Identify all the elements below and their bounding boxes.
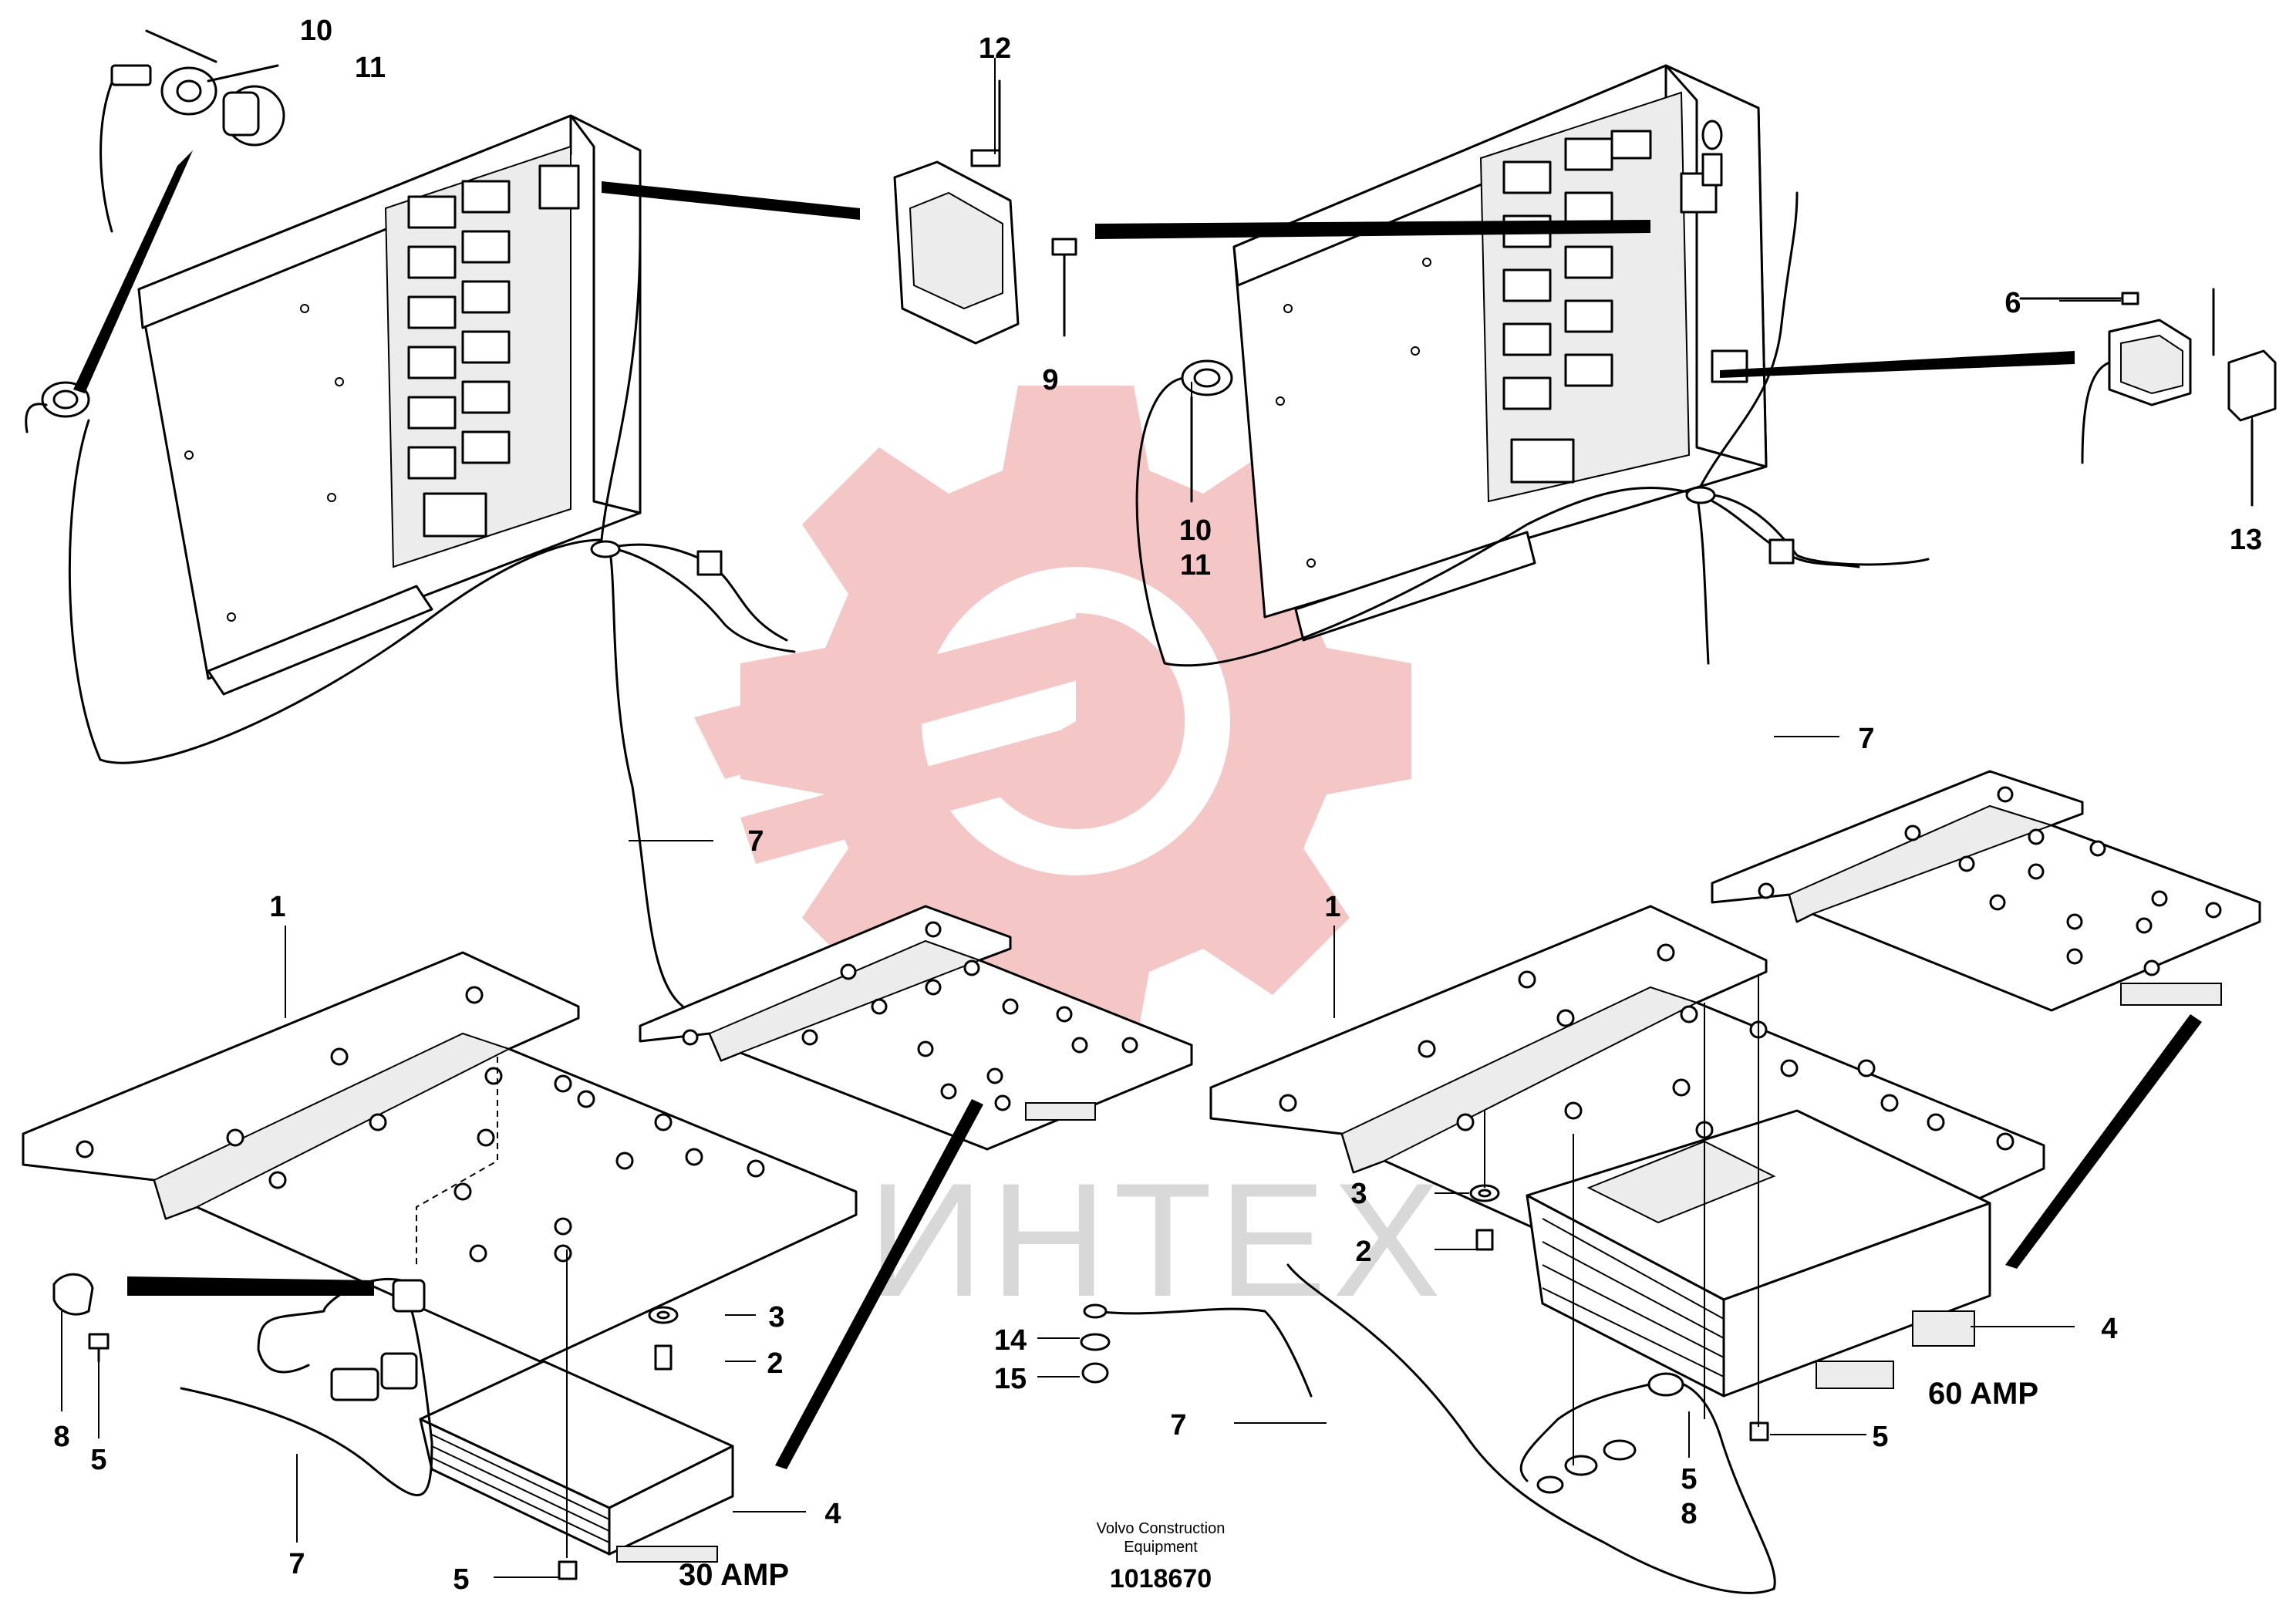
amp-label-30: 30 AMP (679, 1558, 789, 1592)
washer-screw-3-2-right (1469, 1184, 1500, 1251)
callout-8-mid: 8 (1681, 1498, 1697, 1530)
assembly-guide-lines (566, 976, 1759, 1558)
callout-3-left: 3 (768, 1301, 784, 1334)
callout-3-right: 3 (1350, 1178, 1367, 1210)
callout-2-right: 2 (1355, 1236, 1371, 1268)
left-box-to-bracket-wedge (602, 181, 860, 220)
right-box-harness (1135, 191, 1930, 667)
callout-14: 14 (994, 1324, 1027, 1357)
left-clip-and-wiring (52, 1273, 433, 1497)
callout-1-right: 1 (1324, 891, 1340, 923)
callout-5-bottom: 5 (453, 1563, 469, 1596)
left-electrical-box (137, 114, 642, 696)
right-plug-socket (1181, 359, 1233, 503)
callout-7-bottom-left: 7 (288, 1548, 305, 1580)
callout-12: 12 (979, 32, 1011, 65)
callout-1-left: 1 (269, 891, 285, 923)
watermark-text: ИНТЕХ (868, 1149, 1447, 1330)
callout-4-right: 4 (2101, 1313, 2117, 1345)
callout-labels: 10 11 12 9 10 11 6 13 7 7 1 1 3 2 3 2 8 … (53, 15, 2262, 1596)
callout-6: 6 (2004, 287, 2021, 319)
document-number: 1018670 (1110, 1564, 1212, 1593)
left-mounting-plate (22, 951, 858, 1363)
bracket-to-right-box-wedge (1095, 220, 1650, 239)
footer-company-line2: Equipment (1124, 1539, 1198, 1556)
right-converter-wiring (1094, 1263, 1776, 1594)
callout-leaders (61, 58, 2253, 1578)
right-relay-bank (1502, 130, 1652, 484)
footer-company-line1: Volvo Construction (1097, 1520, 1226, 1537)
fuse-part-9 (1051, 238, 1077, 256)
left-clip-wedge (127, 1276, 374, 1296)
callout-7-left: 7 (747, 825, 764, 858)
right-small-plate-nuts (1758, 786, 2222, 976)
callout-9: 9 (1042, 364, 1058, 396)
callout-2-left: 2 (767, 1347, 783, 1380)
top-left-plug-parts (99, 29, 285, 233)
right-electrical-box (1232, 64, 1768, 642)
center-plate-nuts (682, 921, 1138, 1111)
relay-bracket-part-12 (893, 79, 1077, 345)
right-plate-wedge (2005, 1014, 2202, 1269)
left-plug-leader-wedge (73, 150, 193, 393)
left-plug-socket (25, 381, 90, 433)
callout-10-top: 10 (300, 15, 332, 47)
callout-8-left: 8 (53, 1421, 69, 1453)
watermark-gear-logo (694, 386, 1411, 1057)
callout-15: 15 (994, 1363, 1027, 1395)
left-plate-nuts (76, 986, 765, 1263)
left-relay-bank (407, 180, 511, 538)
center-plate-wedge (775, 1099, 983, 1469)
callout-7-bottom-mid: 7 (1170, 1409, 1186, 1442)
callout-5-right: 5 (1872, 1421, 1888, 1453)
center-small-plate (639, 905, 1193, 1151)
callout-10-mid: 10 (1179, 514, 1212, 547)
right-small-plate (1711, 770, 2261, 1012)
right-relay-socket (2019, 288, 2215, 464)
callout-5-left: 5 (90, 1444, 106, 1476)
amp-label-60: 60 AMP (1928, 1377, 2038, 1411)
washer-screw-3-2-left (648, 1306, 679, 1371)
left-box-connector (538, 164, 580, 210)
callout-13: 13 (2230, 524, 2262, 556)
callout-5-mid: 5 (1681, 1463, 1697, 1496)
callout-7-right-top: 7 (1858, 723, 1874, 755)
right-box-connector (1680, 172, 1718, 214)
callout-11-mid: 11 (1180, 549, 1211, 582)
washer-nut-14-15 (1080, 1303, 1111, 1384)
left-converter-30amp (419, 1360, 734, 1563)
left-box-harness (68, 230, 796, 1020)
right-box-to-relay-wedge (1720, 351, 2075, 378)
callout-4-left: 4 (824, 1498, 841, 1530)
callout-11-top: 11 (355, 52, 386, 84)
